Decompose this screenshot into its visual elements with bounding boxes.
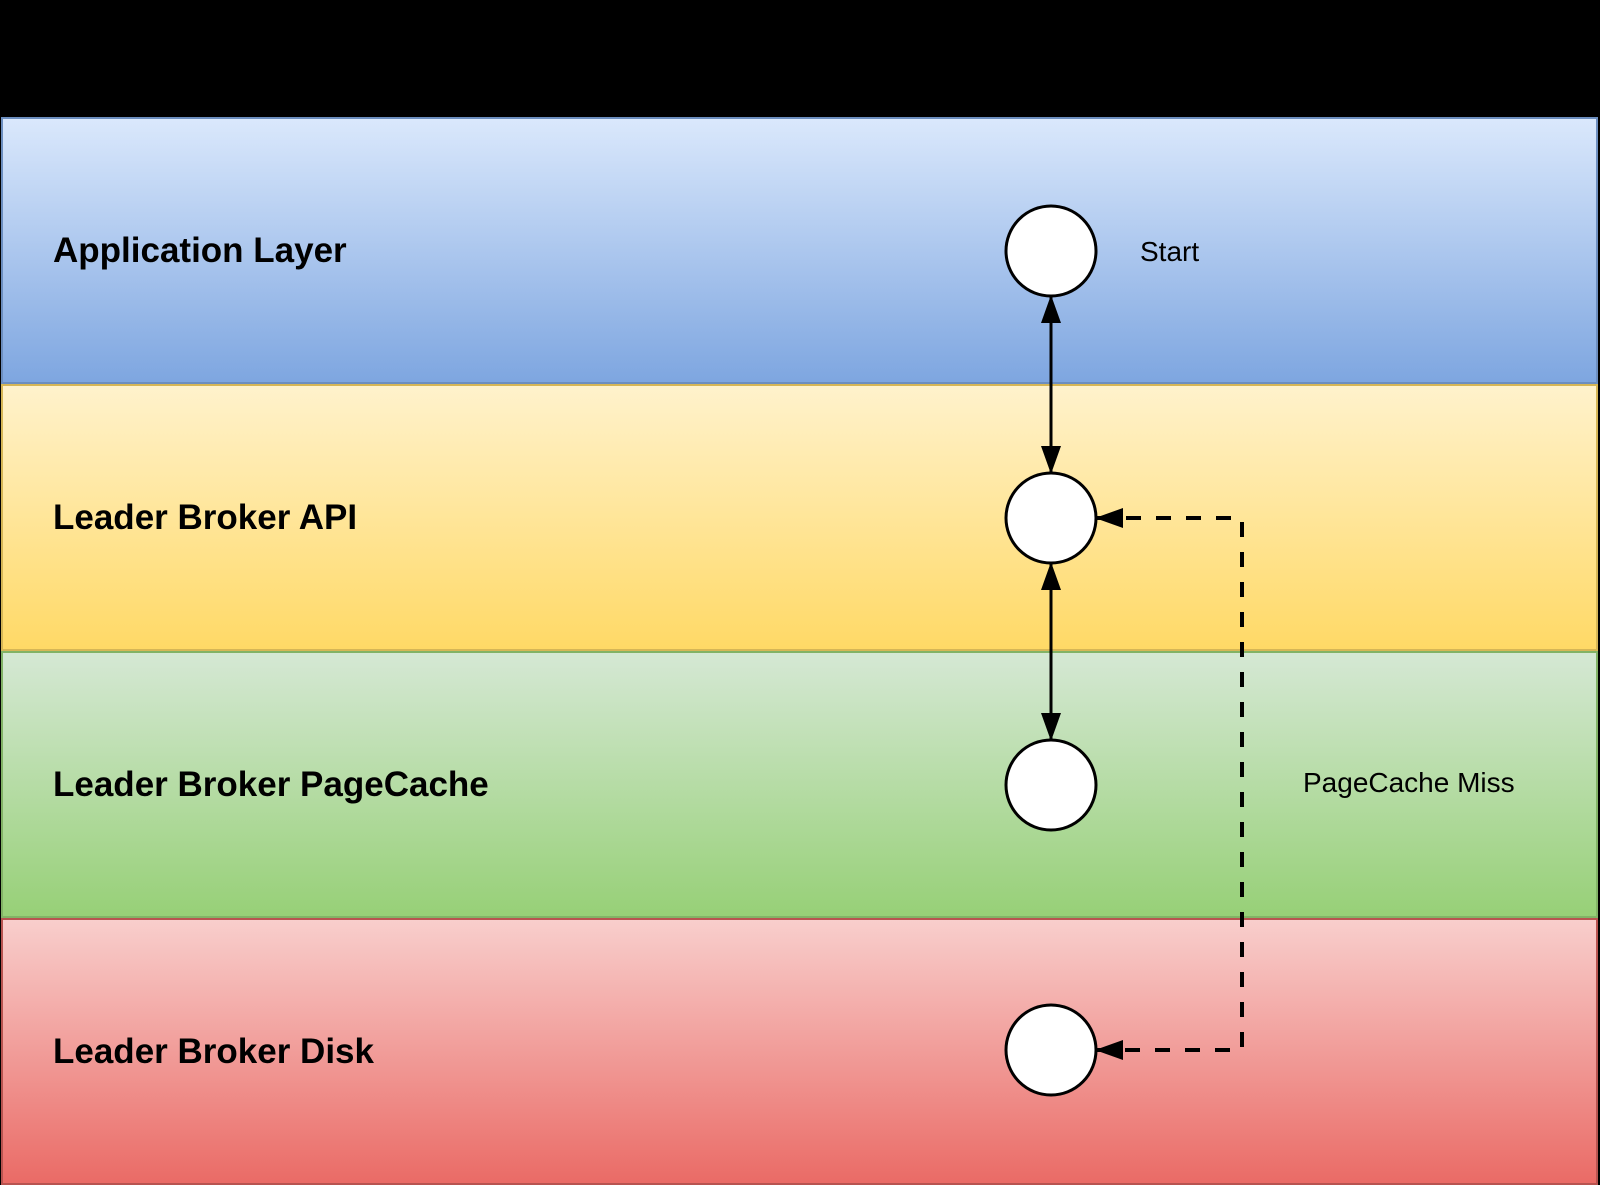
start-annotation: Start [1140, 236, 1200, 267]
band-label-leader-broker-pagecache: Leader Broker PageCache [53, 764, 489, 804]
band-leader-broker-pagecache: Leader Broker PageCache [1, 651, 1598, 918]
band-label-application-layer: Application Layer [53, 230, 347, 270]
layer-bands: Application Layer Leader Broker API Lead… [1, 117, 1598, 1185]
top-black-bar [0, 0, 1600, 117]
band-application-layer: Application Layer [1, 117, 1598, 384]
band-label-leader-broker-disk: Leader Broker Disk [53, 1031, 374, 1071]
pagecache-miss-annotation: PageCache Miss [1303, 767, 1515, 798]
band-leader-broker-disk: Leader Broker Disk [1, 918, 1598, 1185]
band-leader-broker-api: Leader Broker API [1, 384, 1598, 651]
band-label-leader-broker-api: Leader Broker API [53, 497, 358, 537]
